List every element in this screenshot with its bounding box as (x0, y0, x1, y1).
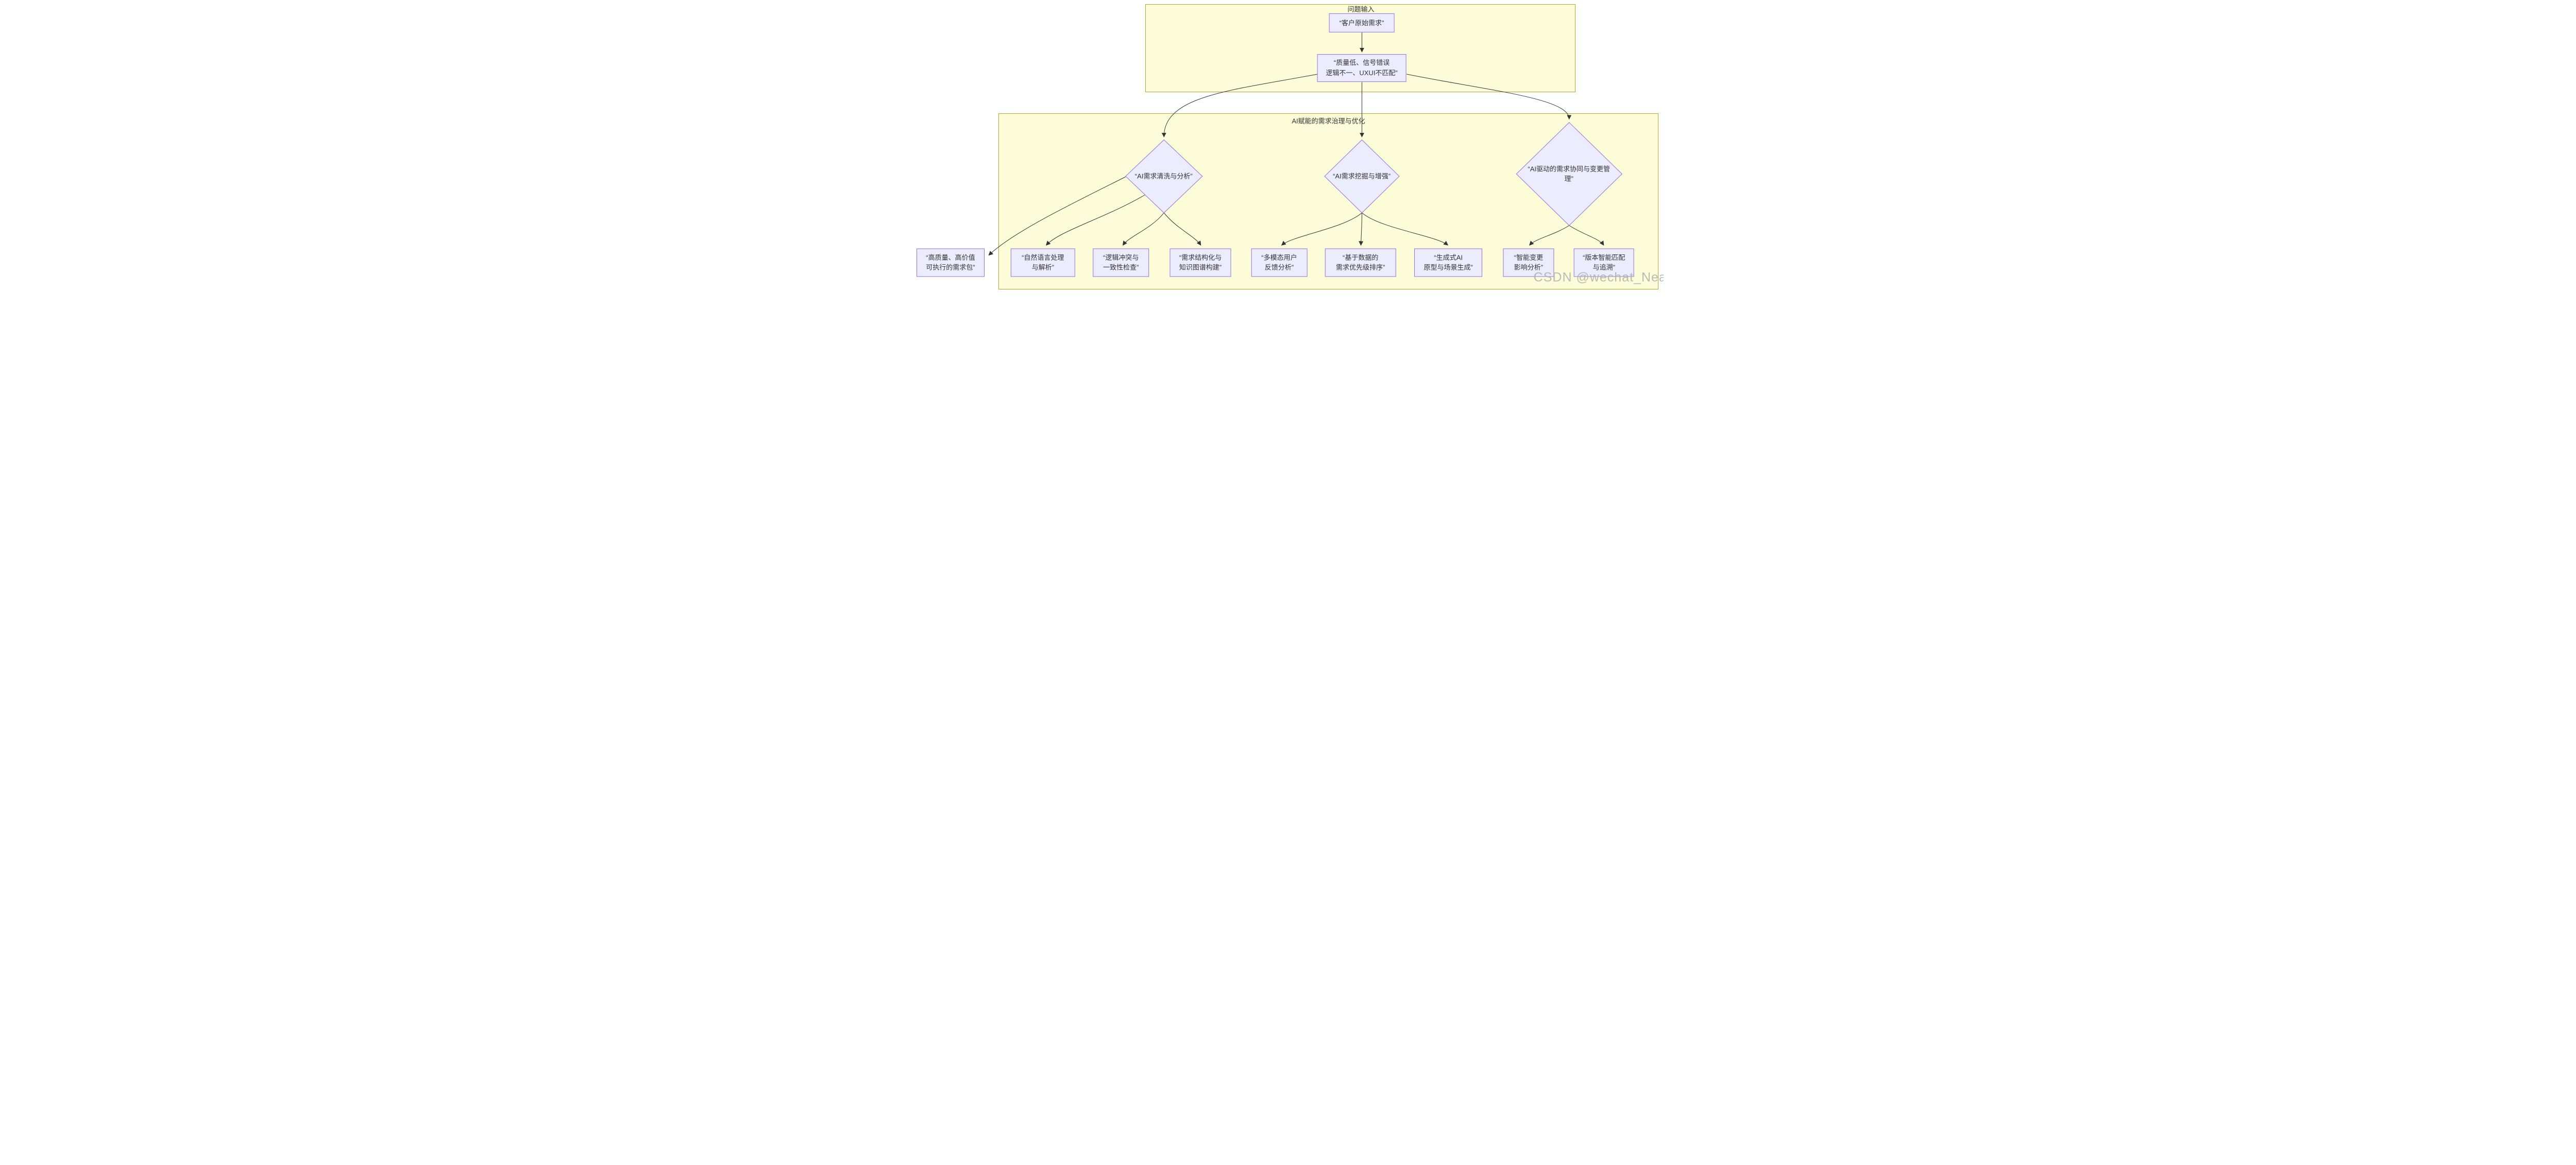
node-multimodal-feedback-label: “多模态用户 反馈分析” (1261, 253, 1297, 271)
node-output-package-label: “高质量、高价值 可执行的需求包” (926, 253, 975, 271)
diamond-mining-shape (1324, 139, 1400, 213)
node-version-trace: “版本智能匹配 与追溯” (1573, 248, 1634, 277)
node-problems: “质量低、信号错误 逻辑不一、UXUI不匹配” (1317, 54, 1406, 82)
node-version-trace-label: “版本智能匹配 与追溯” (1583, 253, 1625, 271)
edge-collab-to-change (1529, 225, 1569, 246)
node-output-package: “高质量、高价值 可执行的需求包” (916, 248, 985, 277)
node-raw-requirement-label: “客户原始需求” (1339, 19, 1384, 27)
node-multimodal-feedback: “多模态用户 反馈分析” (1251, 248, 1308, 277)
edge-cleaning-to-output (988, 176, 1126, 256)
edge-problems-to-collaboration (1406, 74, 1571, 120)
node-problems-label: “质量低、信号错误 逻辑不一、UXUI不匹配” (1326, 59, 1398, 77)
node-data-priority: “基于数据的 需求优先级排序” (1325, 248, 1397, 277)
node-data-priority-label: “基于数据的 需求优先级排序” (1336, 253, 1385, 271)
diamond-cleaning-shape (1125, 139, 1202, 213)
edge-cleaning-to-conflict (1122, 212, 1164, 246)
edge-mining-to-multimodal (1281, 212, 1362, 246)
edge-mining-to-priority (1358, 213, 1363, 246)
diamond-cleaning-label: “AI需求清洗与分析” (1134, 172, 1193, 180)
edge-cleaning-to-knowledge (1163, 212, 1201, 246)
subgraph-title-ai-governance: AI赋能的需求治理与优化 (1292, 117, 1365, 125)
node-change-impact: “智能变更 影响分析” (1503, 248, 1554, 277)
subgraph-title-problem-input: 问题输入 (1347, 5, 1375, 13)
diamond-collaboration-shape (1516, 122, 1622, 226)
edge-problems-to-cleaning (1161, 74, 1317, 138)
edge-mining-to-generative (1361, 212, 1448, 246)
node-change-impact-label: “智能变更 影响分析” (1514, 253, 1544, 271)
diamond-mining-label: “AI需求挖掘与增强” (1333, 172, 1391, 180)
flowchart-canvas: 问题输入 AI赋能的需求治理与优化 “客户原始需求” “质量低、信号错误 逻辑不… (912, 0, 1664, 292)
node-knowledge-graph-label: “需求结构化与 知识图谱构建” (1179, 253, 1222, 271)
edge-layer (988, 32, 1622, 256)
node-nlp-parsing: “自然语言处理 与解析” (1011, 248, 1075, 277)
node-nlp-parsing-label: “自然语言处理 与解析” (1022, 253, 1064, 271)
edge-collab-to-version (1568, 225, 1604, 246)
node-generative-prototype: “生成式AI 原型与场景生成” (1414, 248, 1483, 277)
node-conflict-check-label: “逻辑冲突与 一致性检查” (1103, 253, 1139, 271)
node-conflict-check: “逻辑冲突与 一致性检查” (1092, 248, 1149, 277)
csdn-watermark: CSDN @wechat_Neal (1533, 270, 1664, 285)
node-generative-prototype-label: “生成式AI 原型与场景生成” (1423, 253, 1473, 271)
diamond-collaboration-label: “AI驱动的需求协同与变更管 理” (1528, 165, 1611, 183)
edge-cleaning-to-nlp (1045, 194, 1145, 246)
node-knowledge-graph: “需求结构化与 知识图谱构建” (1170, 248, 1231, 277)
node-raw-requirement: “客户原始需求” (1329, 13, 1395, 32)
